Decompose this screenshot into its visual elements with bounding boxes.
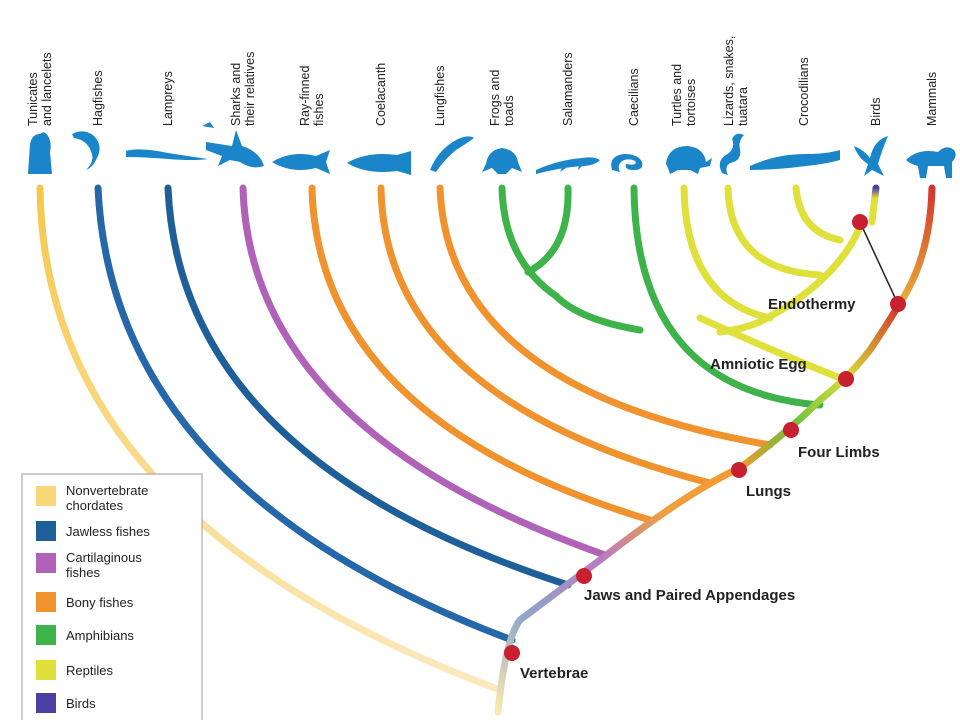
taxon-label: Caecilians — [627, 68, 641, 126]
branch-crocodilians — [792, 184, 844, 244]
node-jaws — [576, 568, 592, 584]
turtle-icon — [666, 146, 712, 174]
taxon-label: Salamanders — [561, 52, 575, 126]
trait-nodes: Vertebrae Jaws and Paired Appendages Lun… — [504, 214, 906, 682]
legend-label: Reptiles — [66, 663, 113, 678]
caecilian-icon — [611, 154, 643, 172]
node-label-four-limbs: Four Limbs — [798, 444, 880, 461]
frog-icon — [482, 148, 522, 174]
branch-hagfishes — [94, 184, 516, 644]
taxon-label: Tunicates — [26, 72, 40, 126]
legend-swatch — [36, 625, 56, 645]
shark-icon — [202, 122, 264, 168]
node-label-lungs: Lungs — [746, 483, 791, 500]
lamprey-icon — [126, 149, 208, 160]
endothermy-connector — [859, 221, 899, 305]
legend-swatch — [36, 553, 56, 573]
lungfish-icon — [430, 136, 474, 172]
mammal-icon — [906, 147, 956, 178]
taxon-label: and lancelets — [40, 52, 54, 126]
taxon-label: Lizards, snakes, — [722, 36, 736, 126]
taxon-label: fishes — [312, 93, 326, 126]
taxon-label: tortoises — [684, 79, 698, 126]
legend-label: Cartilaginous — [66, 550, 142, 565]
taxon-label: Coelacanth — [374, 63, 388, 126]
node-label-amniotic-egg: Amniotic Egg — [710, 356, 807, 373]
node-amniotic-egg — [838, 371, 854, 387]
taxon-label: Frogs and — [488, 70, 502, 126]
salamander-icon — [536, 157, 600, 174]
branch-sharks — [239, 184, 609, 559]
coelacanth-icon — [347, 151, 411, 175]
snake-icon — [719, 133, 744, 175]
taxon-label: Ray-finned — [298, 66, 312, 126]
branch-lungfishes — [436, 184, 774, 449]
taxon-label: Turtles and — [670, 64, 684, 126]
hagfish-icon — [72, 131, 100, 170]
legend-swatch — [36, 592, 56, 612]
node-endothermy — [890, 296, 906, 312]
taxon-label: tuatara — [736, 87, 750, 126]
node-four-limbs — [783, 422, 799, 438]
legend-swatch — [36, 521, 56, 541]
taxon-label: Hagfishes — [91, 70, 105, 126]
legend-label: chordates — [66, 498, 124, 513]
branch-turtles — [680, 184, 774, 322]
taxon-label: Lungfishes — [433, 66, 447, 126]
taxon-label: Crocodilians — [797, 57, 811, 126]
branch-birds — [868, 184, 880, 226]
node-birds-split — [852, 214, 868, 230]
taxon-label: Lampreys — [161, 71, 175, 126]
legend-label: Nonvertebrate — [66, 483, 148, 498]
node-vertebrae — [504, 645, 520, 661]
crocodile-icon — [750, 150, 840, 170]
legend-label: Jawless fishes — [66, 524, 150, 539]
taxon-label: toads — [502, 95, 516, 126]
taxon-label: Sharks and — [229, 63, 243, 126]
taxon-label: Birds — [869, 98, 883, 126]
branch-ray-finned — [308, 184, 654, 524]
animal-silhouettes — [28, 122, 956, 178]
node-label-vertebrae: Vertebrae — [520, 665, 588, 682]
branch-archosaur-stem — [716, 218, 866, 336]
branch-amphibian-stem — [552, 292, 644, 334]
branch-frogs — [498, 184, 560, 300]
branches — [36, 184, 936, 716]
branch-mammals — [894, 184, 936, 310]
bird-icon — [854, 136, 888, 176]
branch-caecilians — [630, 184, 824, 409]
taxon-label: Mammals — [925, 72, 939, 126]
branch-coelacanth — [377, 184, 714, 487]
node-label-endothermy: Endothermy — [768, 296, 856, 313]
branch-lampreys — [164, 184, 572, 589]
legend-label: Bony fishes — [66, 595, 134, 610]
legend-label: Birds — [66, 696, 96, 711]
branch-trunk — [494, 302, 902, 716]
node-lungs — [731, 462, 747, 478]
legend-swatch — [36, 486, 56, 506]
tunicate-icon — [28, 132, 52, 174]
legend-swatch — [36, 660, 56, 680]
legend-label: Amphibians — [66, 628, 134, 643]
branch-salamanders — [524, 184, 572, 276]
ray-finned-fish-icon — [272, 150, 330, 174]
legend-label: fishes — [66, 565, 100, 580]
legend-swatch — [36, 693, 56, 713]
branch-lizards — [724, 184, 824, 279]
taxon-label: their relatives — [243, 52, 257, 126]
branch-reptile-stem — [696, 314, 849, 384]
node-label-jaws: Jaws and Paired Appendages — [584, 587, 795, 604]
